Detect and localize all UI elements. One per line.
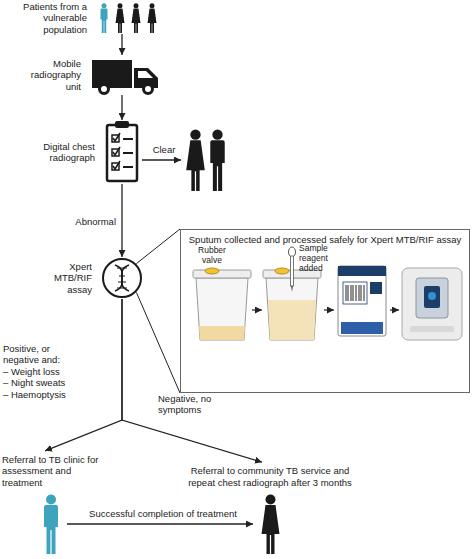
circle-border bbox=[103, 259, 141, 297]
node-label: Patients from a vulnerable population bbox=[1, 1, 87, 35]
genexpert-machine bbox=[402, 268, 462, 340]
pipette bbox=[289, 247, 296, 292]
person-black-icon bbox=[262, 495, 280, 555]
clinic-referral-node: Referral to TB clinic for assessment and… bbox=[40, 494, 62, 554]
zoom-lines bbox=[136, 229, 180, 393]
circle-outline bbox=[102, 258, 142, 298]
patient-group-icon bbox=[101, 3, 157, 33]
assay-circle: Xpert MTB/RIF assay bbox=[102, 258, 142, 298]
node-label: Referral to community TB service and rep… bbox=[185, 465, 355, 488]
edge-label: Successful completion of treatment bbox=[68, 508, 258, 519]
community-referral-node: Referral to community TB service and rep… bbox=[258, 494, 282, 554]
sputum-cup bbox=[193, 268, 251, 340]
branch-label: Clear bbox=[144, 144, 184, 155]
radiograph-node: Digital chest radiograph bbox=[105, 121, 139, 183]
connector-arrow bbox=[121, 184, 122, 257]
connector-arrow bbox=[121, 34, 122, 55]
dna-icon bbox=[103, 259, 141, 297]
edge-label: Positive, or negative and: – Weight loss… bbox=[3, 343, 67, 400]
part-label: Sample reagent added bbox=[299, 244, 337, 273]
node-label: Xpert MTB/RIF assay bbox=[46, 261, 92, 295]
patients-icon-node: Patients from a vulnerable population bbox=[97, 3, 167, 33]
node-label: Referral to TB clinic for assessment and… bbox=[2, 454, 100, 488]
edge-label: Negative, no symptoms bbox=[158, 393, 220, 416]
connector-arrow bbox=[67, 523, 253, 524]
van-node: Mobile radiography unit bbox=[91, 56, 161, 94]
van-icon bbox=[92, 60, 158, 94]
xpert-cartridge bbox=[338, 266, 386, 336]
clear-people-icon bbox=[186, 130, 225, 191]
part-label: Rubber valve bbox=[192, 246, 232, 266]
person-teal-icon bbox=[44, 495, 58, 555]
connector-arrow bbox=[122, 299, 262, 462]
clear-arrow bbox=[142, 160, 181, 161]
node-label: Digital chest radiograph bbox=[25, 141, 95, 164]
clipboard-icon bbox=[107, 121, 137, 181]
connector-arrow bbox=[121, 95, 122, 120]
edge-label: Abnormal bbox=[60, 216, 116, 227]
node-label: Mobile radiography unit bbox=[17, 58, 81, 92]
